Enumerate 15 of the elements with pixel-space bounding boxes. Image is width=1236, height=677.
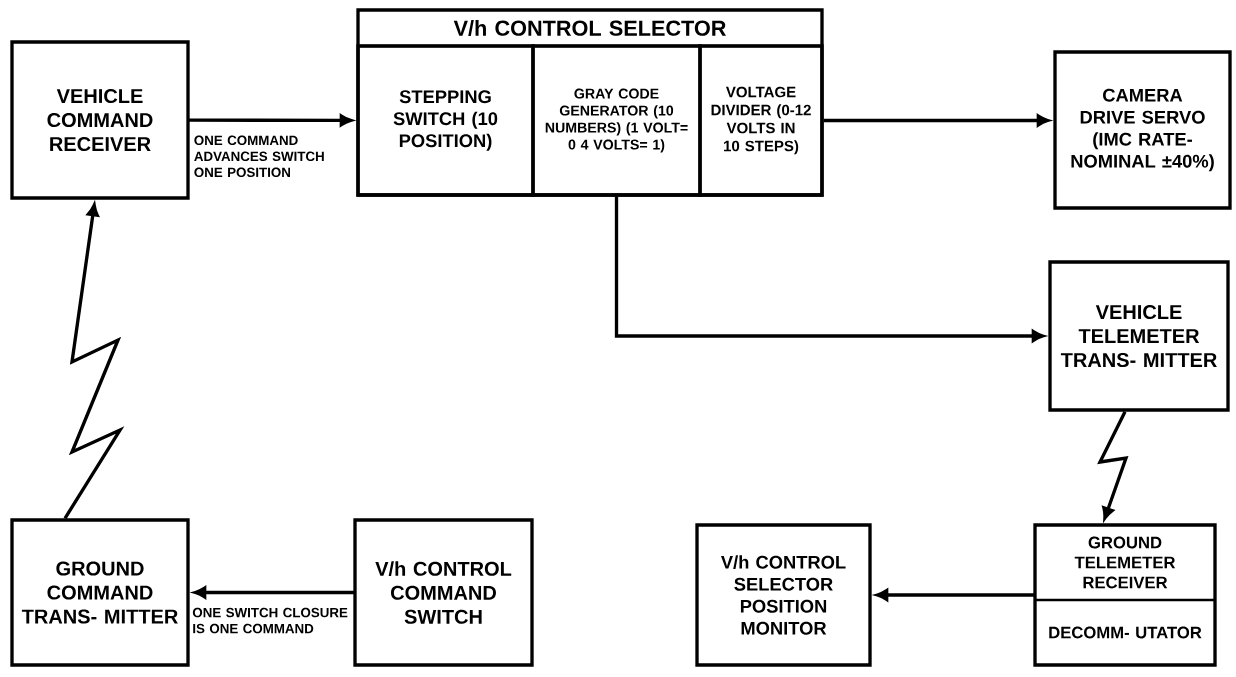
arrow (614, 196, 1045, 342)
edge-label: ONE SWITCH CLOSURE IS ONE COMMAND (192, 607, 348, 634)
process-box: GROUND TELEMETER RECEIVER DECOMM- UTATOR (1033, 523, 1217, 667)
process-box: V/h CONTROL COMMAND SWITCH (353, 518, 534, 667)
edge-label: ONE COMMAND ADVANCES SWITCH ONE POSITION (194, 135, 324, 178)
arrow (875, 589, 1035, 601)
process-box: CAMERA DRIVE SERVO (IMC RATE- NOMINAL ±40%) (1053, 50, 1232, 210)
arrow (63, 203, 125, 520)
process-box: VEHICLE TELEMETER TRANS- MITTER (1048, 260, 1230, 412)
process-box: VEHICLE COMMAND RECEIVER (10, 40, 190, 200)
process-box: VOLTAGE DIVIDER (0-12 VOLTS IN 10 STEPS) (698, 44, 824, 197)
process-box: STEPPING SWITCH (10 POSITION) (356, 44, 535, 197)
process-box: GROUND COMMAND TRANS- MITTER (10, 518, 190, 667)
process-box: GRAY CODE GENERATOR (10 NUMBERS) (1 VOLT= 0 4 VOLTS= 1) (531, 44, 702, 197)
process-box: V/h CONTROL SELECTOR POSITION MONITOR (695, 523, 872, 667)
